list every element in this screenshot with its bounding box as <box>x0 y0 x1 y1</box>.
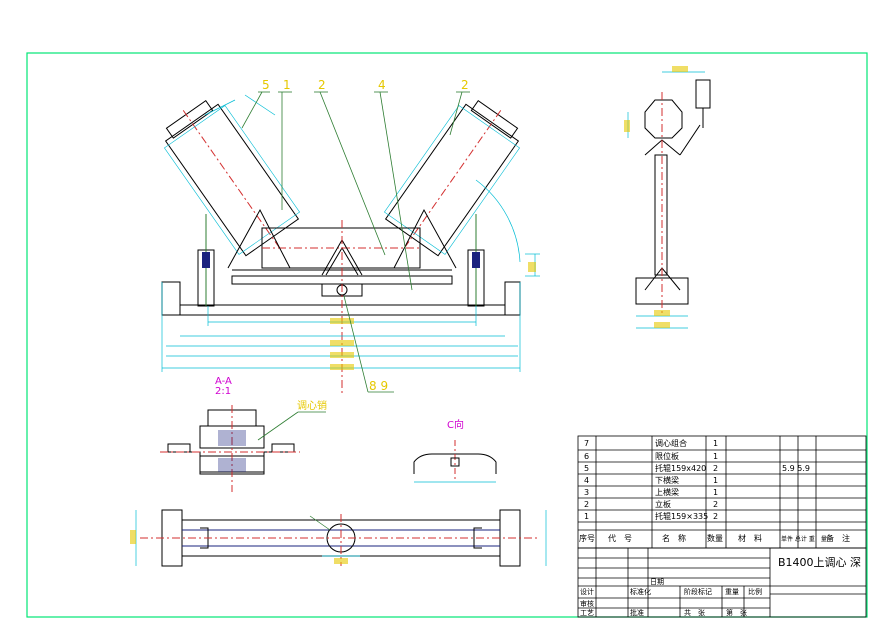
tb-sheet-no: 第 张 <box>726 608 747 617</box>
detail-label: 调心销 <box>297 399 327 412</box>
bom-row-qty: 1 <box>713 439 718 448</box>
front-view-dimensions <box>161 94 540 372</box>
balloon-labels: 5 1 2 4 2 8 9 <box>262 78 469 393</box>
balloon-2: 2 <box>318 78 326 92</box>
balloon-1: 1 <box>283 78 291 92</box>
plan-view <box>140 509 540 567</box>
tb-process: 工艺 <box>580 609 594 617</box>
bom-row-name: 调心组合 <box>655 438 687 448</box>
bom-row-qty: 2 <box>713 464 718 473</box>
bom-table <box>577 435 867 549</box>
bom-row-name: 上横梁 <box>655 487 679 497</box>
title-block-text: B1400上调心 深 设计 审核 工艺 标准化 批准 日期 阶段标记 重量 比例… <box>580 556 861 617</box>
front-view <box>161 100 521 395</box>
bom-header-weight: 单件 总计 重 量 <box>781 535 827 543</box>
leader-lines <box>241 91 470 393</box>
tb-design: 设计 <box>580 587 594 596</box>
bom-header-name: 名 称 <box>662 533 686 543</box>
side-view-dimensions <box>624 66 705 329</box>
bom-row-no: 3 <box>584 488 589 497</box>
drawing-title: B1400上调心 深 <box>778 556 861 569</box>
bom-row-no: 6 <box>584 452 589 461</box>
tb-date: 日期 <box>650 578 664 586</box>
plan-view-dimensions <box>130 510 547 566</box>
bom-row-no: 7 <box>584 439 589 448</box>
bom-row-weight: 5.9 5.9 <box>782 464 810 473</box>
tb-weight: 重量 <box>725 588 739 596</box>
section-a-a-label: A-A <box>215 376 232 387</box>
bom-row-name: 下横梁 <box>655 475 679 485</box>
section-label: A-A 2:1 <box>215 376 232 397</box>
tb-review: 审核 <box>580 599 594 608</box>
view-c <box>413 440 497 483</box>
callout-8-9: 8 9 <box>369 379 388 393</box>
bom-row-qty: 1 <box>713 488 718 497</box>
bom-row-name: 托辊159x420 <box>655 463 706 473</box>
bom-header-no: 序号 <box>579 533 595 543</box>
bom-row-no: 1 <box>584 512 589 521</box>
bom-text: 7 调心组合 1 6 限位板 1 5 托辊159x420 2 5.9 5.9 4… <box>579 438 850 543</box>
tb-scale: 比例 <box>748 587 762 596</box>
tb-stage: 阶段标记 <box>684 587 712 596</box>
side-view <box>635 79 711 316</box>
sheet-border <box>26 52 868 618</box>
bom-row-qty: 1 <box>713 476 718 485</box>
detail-leader <box>257 411 299 441</box>
bom-row-no: 2 <box>584 500 589 509</box>
bom-header-qty: 数量 <box>707 533 723 543</box>
bom-row-qty: 1 <box>713 452 718 461</box>
view-c-label: C向 <box>447 418 464 431</box>
bom-row-qty: 2 <box>713 512 718 521</box>
bom-header-material: 材 料 <box>738 533 762 543</box>
bom-row-name: 立板 <box>655 499 671 509</box>
bom-header-remark: 备 注 <box>826 533 850 543</box>
title-block <box>577 547 867 618</box>
section-a-a <box>160 405 300 492</box>
bom-row-no: 5 <box>584 464 589 473</box>
bom-row-no: 4 <box>584 476 589 485</box>
balloon-4: 4 <box>378 78 386 92</box>
balloon-5: 5 <box>262 78 270 92</box>
bom-row-name: 托辊159×335 <box>655 511 708 521</box>
bom-row-name: 限位板 <box>655 451 679 461</box>
tb-approve: 批准 <box>630 608 644 617</box>
tb-sheets: 共 张 <box>684 608 705 617</box>
bom-header-code: 代 号 <box>608 533 632 543</box>
bom-row-qty: 2 <box>713 500 718 509</box>
tb-standard: 标准化 <box>630 587 651 596</box>
balloon-2b: 2 <box>461 78 469 92</box>
section-scale-label: 2:1 <box>215 386 231 397</box>
